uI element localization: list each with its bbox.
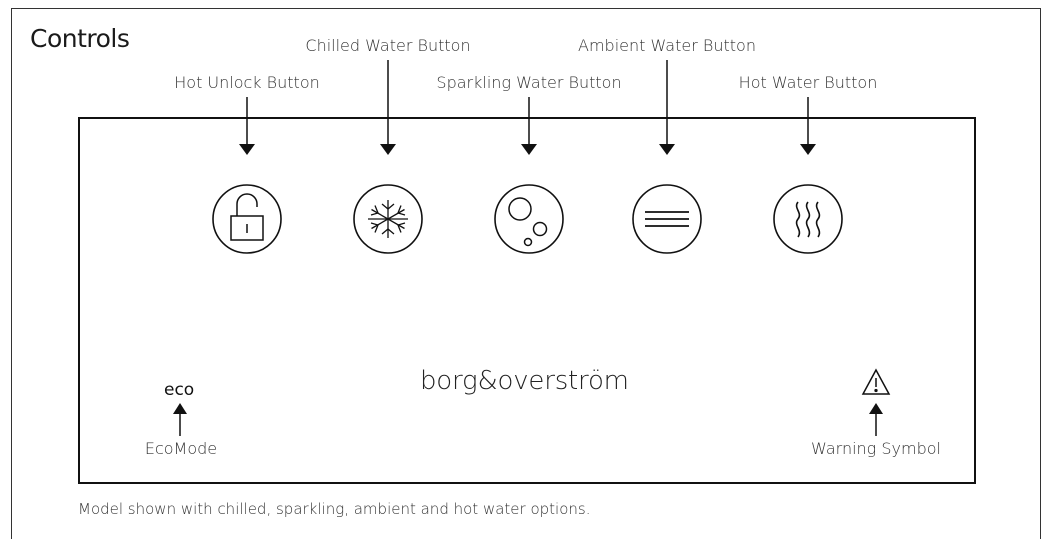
eco-mode-label: EcoMode <box>144 439 218 458</box>
hot-water-button[interactable] <box>773 184 843 254</box>
chilled-water-button[interactable] <box>353 184 423 254</box>
model-caption: Model shown with chilled, sparkling, amb… <box>78 500 591 518</box>
callout-arrows <box>239 60 816 155</box>
sparkling-water-label: Sparkling Water Button <box>436 73 622 92</box>
unlock-icon <box>230 193 264 241</box>
steam-waves-icon <box>795 201 821 238</box>
three-lines-icon <box>645 211 689 227</box>
sparkling-water-arrowhead <box>521 144 537 155</box>
hot-water-arrowhead <box>800 144 816 155</box>
snowflake-icon <box>368 200 408 238</box>
brand-logo-text: borg&overström <box>420 366 629 396</box>
ambient-water-arrowhead <box>659 144 675 155</box>
hot-unlock-arrowhead <box>239 144 255 155</box>
hot-unlock-button[interactable] <box>212 184 282 254</box>
control-panel <box>78 117 976 484</box>
warning-symbol-label: Warning Symbol <box>811 439 941 458</box>
hot-water-label: Hot Water Button <box>738 73 878 92</box>
eco-indicator: eco <box>164 380 195 400</box>
ambient-water-button[interactable] <box>632 184 702 254</box>
chilled-water-arrowhead <box>380 144 396 155</box>
warning-arrow <box>869 403 883 436</box>
eco-mode-arrow <box>173 403 187 436</box>
page-title: Controls <box>30 24 130 53</box>
hot-unlock-label: Hot Unlock Button <box>174 73 320 92</box>
ambient-water-label: Ambient Water Button <box>578 36 756 55</box>
chilled-water-label: Chilled Water Button <box>305 36 471 55</box>
outer-frame <box>11 8 1041 539</box>
sparkling-water-button[interactable] <box>494 184 564 254</box>
warning-icon <box>861 368 891 395</box>
bubbles-icon <box>508 197 548 247</box>
